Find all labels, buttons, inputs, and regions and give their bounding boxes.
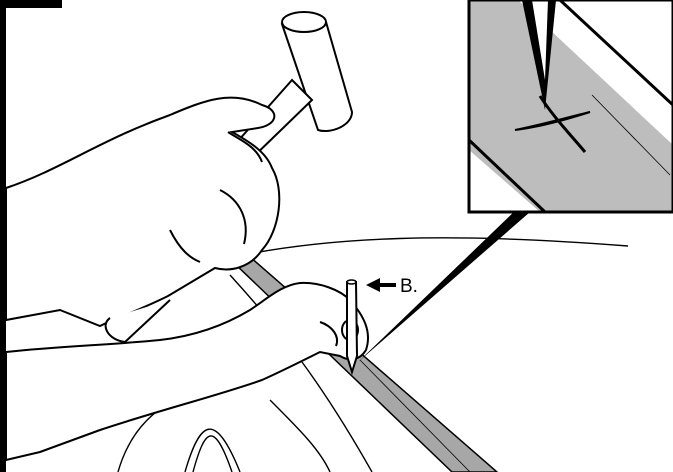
detail-inset [469, 0, 673, 212]
callout-b: B. [366, 276, 418, 297]
corner-tab [0, 0, 62, 8]
callout-label: B. [400, 276, 418, 297]
mallet-icon [230, 12, 352, 162]
upper-hand [6, 98, 279, 342]
callout-arrow-icon [366, 278, 396, 292]
center-punch-icon [347, 280, 357, 372]
